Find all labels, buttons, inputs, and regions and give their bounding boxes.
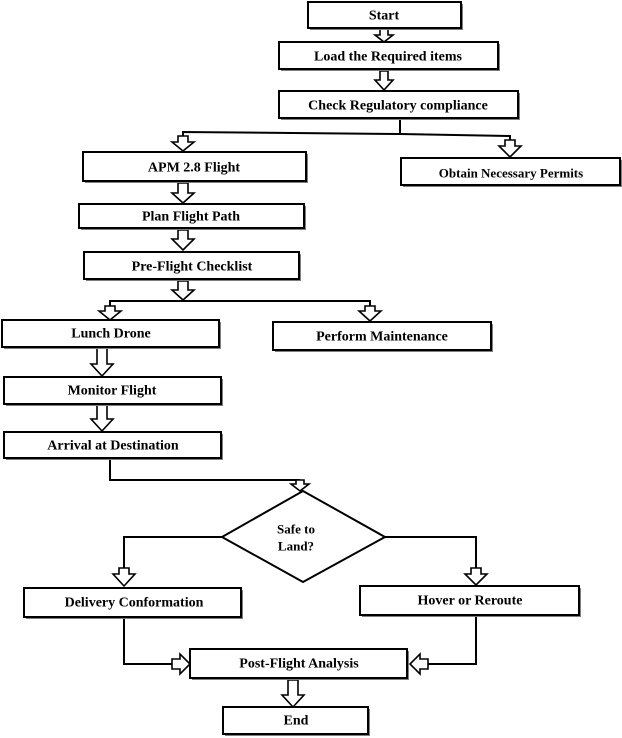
arrow-down-icon <box>373 70 395 92</box>
arrow-down-icon <box>96 305 124 322</box>
node-label: Post-Flight Analysis <box>239 657 359 672</box>
decision-label-line2: Land? <box>278 539 314 554</box>
connector-line <box>428 615 477 665</box>
node-delivery-confirmation: Delivery Conformation <box>23 587 243 619</box>
node-plan-flight-path: Plan Flight Path <box>78 203 306 230</box>
node-label: Hover or Reroute <box>418 594 523 609</box>
arrow-down-icon <box>89 347 115 378</box>
node-load-items: Load the Required items <box>278 41 500 71</box>
node-check-compliance: Check Regulatory compliance <box>278 90 520 120</box>
node-label: Plan Flight Path <box>142 210 240 225</box>
arrow-down-icon <box>463 567 489 587</box>
node-end: End <box>222 706 370 736</box>
node-label: Lunch Drone <box>71 327 150 342</box>
arrow-down-icon <box>170 229 196 252</box>
connector-line <box>182 130 511 140</box>
arrow-left-icon <box>408 652 429 676</box>
decision-safe-to-land: Safe to Land? <box>219 489 388 584</box>
arrow-down-icon <box>169 135 197 153</box>
node-perform-maintenance: Perform Maintenance <box>272 321 493 352</box>
node-label: Obtain Necessary Permits <box>439 166 583 181</box>
connector-line <box>385 536 477 568</box>
arrow-down-icon <box>111 567 137 588</box>
arrow-down-icon <box>288 479 312 493</box>
arrow-down-icon <box>497 139 523 159</box>
arrow-down-icon <box>89 404 115 433</box>
node-start: Start <box>307 1 463 30</box>
arrow-down-icon <box>169 280 197 302</box>
node-label: Start <box>369 9 400 24</box>
node-hover-reroute: Hover or Reroute <box>359 585 581 617</box>
arrow-right-icon <box>171 652 192 676</box>
decision-label-line1: Safe to <box>277 522 315 537</box>
arrow-down-icon <box>356 305 384 323</box>
arrow-down-icon <box>372 28 396 44</box>
node-label: Load the Required items <box>314 50 462 65</box>
connector-line <box>123 536 222 568</box>
node-label: Delivery Conformation <box>65 596 204 611</box>
connector-lines <box>109 120 511 665</box>
node-label: Arrival at Destination <box>47 439 179 454</box>
node-lunch-drone: Lunch Drone <box>1 319 221 349</box>
arrow-down-icon <box>169 182 197 205</box>
flow-arrows <box>89 28 523 709</box>
node-label: Monitor Flight <box>68 384 157 399</box>
node-label: Pre-Flight Checklist <box>132 260 253 275</box>
node-label: Check Regulatory compliance <box>308 99 488 114</box>
node-preflight-checklist: Pre-Flight Checklist <box>83 251 301 281</box>
node-monitor-flight: Monitor Flight <box>3 376 223 406</box>
node-post-flight-analysis: Post-Flight Analysis <box>189 648 409 680</box>
node-label: Perform Maintenance <box>316 330 448 345</box>
connector-line <box>123 617 172 665</box>
connector-line <box>109 300 371 306</box>
node-label: APM 2.8 Flight <box>148 161 240 176</box>
arrow-down-icon <box>280 679 306 709</box>
connector-line <box>109 458 300 481</box>
node-obtain-permits: Obtain Necessary Permits <box>400 157 622 187</box>
node-apm-flight: APM 2.8 Flight <box>82 151 308 183</box>
node-label: End <box>284 714 309 729</box>
node-arrival-destination: Arrival at Destination <box>3 431 223 460</box>
